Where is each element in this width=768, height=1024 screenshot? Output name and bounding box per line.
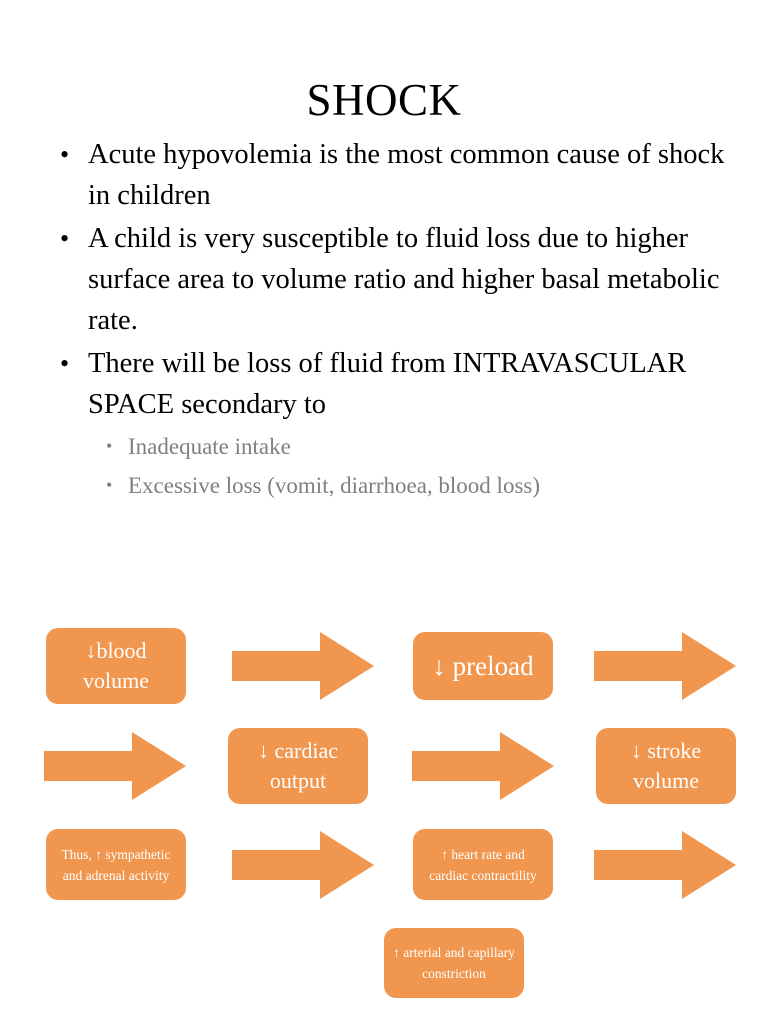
bullet-list: • Acute hypovolemia is the most common c… [48, 134, 748, 507]
list-item-label: Acute hypovolemia is the most common cau… [88, 139, 725, 211]
flow-box-label: ↑ arterial and capillary constriction [393, 945, 515, 981]
sub-list-item-label: Inadequate intake [128, 434, 291, 459]
sub-list-item-label: Excessive loss (vomit, diarrhoea, blood … [128, 473, 541, 498]
flow-box-sympathetic-adrenal: Thus, ↑ sympathetic and adrenal activity [46, 829, 186, 900]
flow-box-label: Thus, ↑ sympathetic and adrenal activity [61, 846, 171, 883]
list-item: • Acute hypovolemia is the most common c… [48, 134, 748, 216]
arrow-right-icon [594, 632, 736, 700]
bullet-marker-icon: • [106, 475, 113, 495]
list-item: • A child is very susceptible to fluid l… [48, 218, 748, 341]
arrow-right-icon [232, 632, 374, 700]
arrow-right-icon [412, 732, 554, 800]
sub-list: • Inadequate intake • Excessive loss (vo… [88, 427, 748, 505]
flow-box-label: ↓blood volume [83, 638, 149, 693]
list-item: • There will be loss of fluid from INTRA… [48, 343, 748, 505]
flow-box-arterial-capillary-constriction: ↑ arterial and capillary constriction [384, 928, 524, 998]
flow-box-label: ↑ heart rate and cardiac contractility [429, 846, 537, 883]
sub-list-item: • Inadequate intake [100, 427, 748, 466]
bullet-marker-icon: • [60, 140, 70, 169]
bullet-marker-icon: • [106, 436, 113, 456]
flow-box-cardiac-output: ↓ cardiac output [228, 728, 368, 804]
arrow-right-icon [44, 732, 186, 800]
flow-box-label: ↓ stroke volume [630, 738, 702, 793]
page-title: SHOCK [306, 75, 462, 126]
flow-box-stroke-volume: ↓ stroke volume [596, 728, 736, 804]
arrow-right-icon [594, 831, 736, 899]
shock-flow-diagram: ↓blood volume ↓ preload ↓ cardiac output… [0, 600, 768, 1024]
flow-box-label: ↓ preload [432, 651, 534, 681]
arrow-right-icon [232, 831, 374, 899]
list-item-label: There will be loss of fluid from INTRAVA… [88, 348, 687, 420]
bullet-marker-icon: • [60, 224, 70, 253]
flow-box-blood-volume: ↓blood volume [46, 628, 186, 704]
flow-box-label: ↓ cardiac output [258, 738, 338, 793]
flow-box-preload: ↓ preload [413, 632, 553, 700]
list-item-label: A child is very susceptible to fluid los… [88, 223, 720, 336]
flow-box-heart-rate-contractility: ↑ heart rate and cardiac contractility [413, 829, 553, 900]
sub-list-item: • Excessive loss (vomit, diarrhoea, bloo… [100, 466, 748, 505]
bullet-marker-icon: • [60, 349, 70, 378]
